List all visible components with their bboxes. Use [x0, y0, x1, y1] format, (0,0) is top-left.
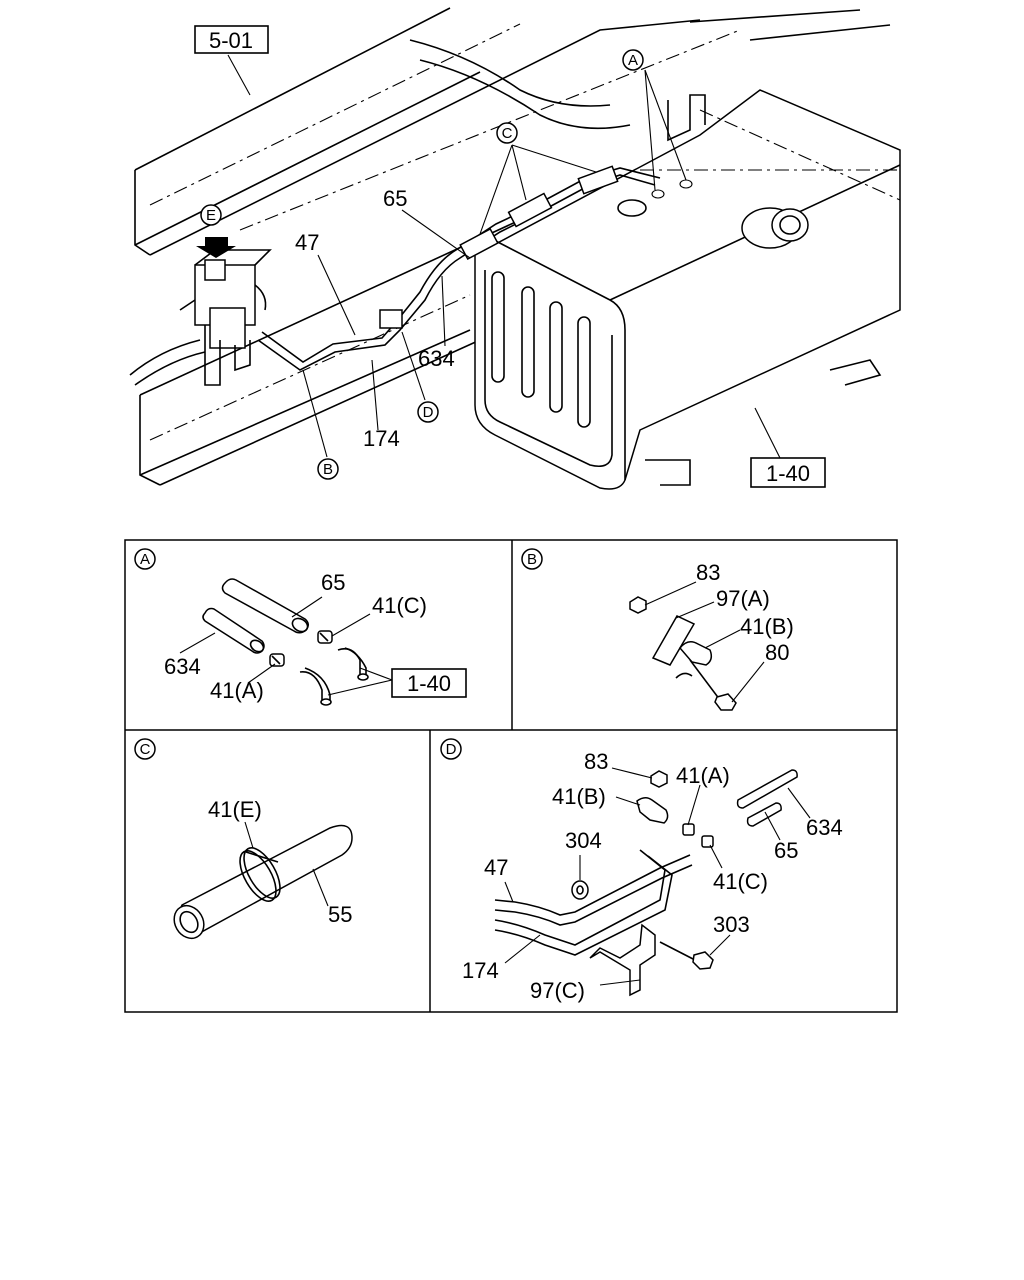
callout-d: D — [423, 404, 434, 421]
detail-b-label-41b: 41(B) — [740, 614, 794, 639]
detail-a: A 65 41(C) — [134, 548, 467, 706]
callout-b: B — [323, 461, 333, 478]
fuel-lines — [257, 165, 661, 371]
frame-rail-upper — [134, 7, 891, 256]
detail-a-clamp-41c — [317, 630, 333, 644]
detail-d-pipe-65 — [746, 802, 782, 827]
main-label-174: 174 — [363, 426, 400, 451]
callout-a: A — [628, 52, 638, 69]
main-leader-lines — [227, 54, 787, 471]
detail-b-bracket-97a — [651, 615, 696, 666]
detail-d-label-41c: 41(C) — [713, 869, 768, 894]
detail-b-clip-41b — [675, 641, 713, 679]
ref-box-1-40: 1-40 — [766, 461, 810, 486]
detail-c-label-41e: 41(E) — [208, 797, 262, 822]
detail-a-label-41a: 41(A) — [210, 678, 264, 703]
detail-d-label-303: 303 — [713, 912, 750, 937]
detail-d-bolt-303 — [659, 941, 714, 970]
detail-d-clip-41b — [636, 797, 669, 824]
detail-d-label-83: 83 — [584, 749, 608, 774]
detail-d-label-41b: 41(B) — [552, 784, 606, 809]
detail-b-nut-83 — [629, 596, 647, 614]
detail-d-nut-83 — [650, 770, 668, 788]
ref-box-5-01: 5-01 — [209, 28, 253, 53]
detail-c-clamp-41e — [239, 847, 281, 902]
detail-a-clamp-41a — [269, 653, 285, 667]
detail-d-grommet-304 — [571, 880, 589, 900]
callout-c: C — [502, 125, 513, 142]
detail-d-badge: D — [446, 741, 457, 758]
detail-b: B 83 97(A) 41(B) 80 — [521, 548, 794, 711]
detail-b-label-80: 80 — [765, 640, 789, 665]
detail-d-bracket-97c — [589, 923, 656, 997]
detail-c-hose-55 — [173, 824, 353, 940]
detail-b-label-97a: 97(A) — [716, 586, 770, 611]
detail-b-label-83: 83 — [696, 560, 720, 585]
detail-d-label-634: 634 — [806, 815, 843, 840]
detail-d-clamp-41c — [701, 835, 714, 848]
detail-a-tank-pipes — [299, 647, 369, 706]
detail-panels-frame — [124, 539, 898, 1013]
detail-c-badge: C — [140, 741, 151, 758]
view-e-arrow — [196, 237, 236, 258]
detail-d-label-304: 304 — [565, 828, 602, 853]
detail-d-pipe-47-174 — [494, 849, 693, 956]
detail-b-badge: B — [527, 551, 537, 568]
detail-d: D — [440, 738, 843, 1003]
detail-d-label-47: 47 — [484, 855, 508, 880]
detail-a-badge: A — [140, 551, 150, 568]
fuel-filter-assembly — [129, 249, 272, 386]
detail-a-ref-1-40: 1-40 — [407, 671, 451, 696]
detail-a-pipe-65 — [221, 578, 309, 634]
frame-rail-lower — [139, 219, 521, 486]
detail-a-label-65: 65 — [321, 570, 345, 595]
main-label-65: 65 — [383, 186, 407, 211]
main-view: A C E D B 65 47 634 174 5-01 1-40 — [129, 7, 901, 490]
fuel-tank — [473, 89, 901, 490]
main-label-47: 47 — [295, 230, 319, 255]
detail-d-label-97c: 97(C) — [530, 978, 585, 1003]
detail-a-pipe-634 — [202, 607, 265, 654]
detail-d-label-41a: 41(A) — [676, 763, 730, 788]
detail-a-label-634: 634 — [164, 654, 201, 679]
detail-d-clamp-41a — [682, 823, 695, 836]
detail-b-bolt-80 — [689, 659, 737, 711]
detail-d-label-65: 65 — [774, 838, 798, 863]
detail-c: C 41(E) 55 — [134, 738, 353, 940]
main-label-634: 634 — [418, 346, 455, 371]
callout-e: E — [206, 207, 216, 224]
detail-a-label-41c: 41(C) — [372, 593, 427, 618]
detail-d-pipe-634 — [736, 769, 798, 809]
detail-d-label-174: 174 — [462, 958, 499, 983]
detail-c-label-55: 55 — [328, 902, 352, 927]
